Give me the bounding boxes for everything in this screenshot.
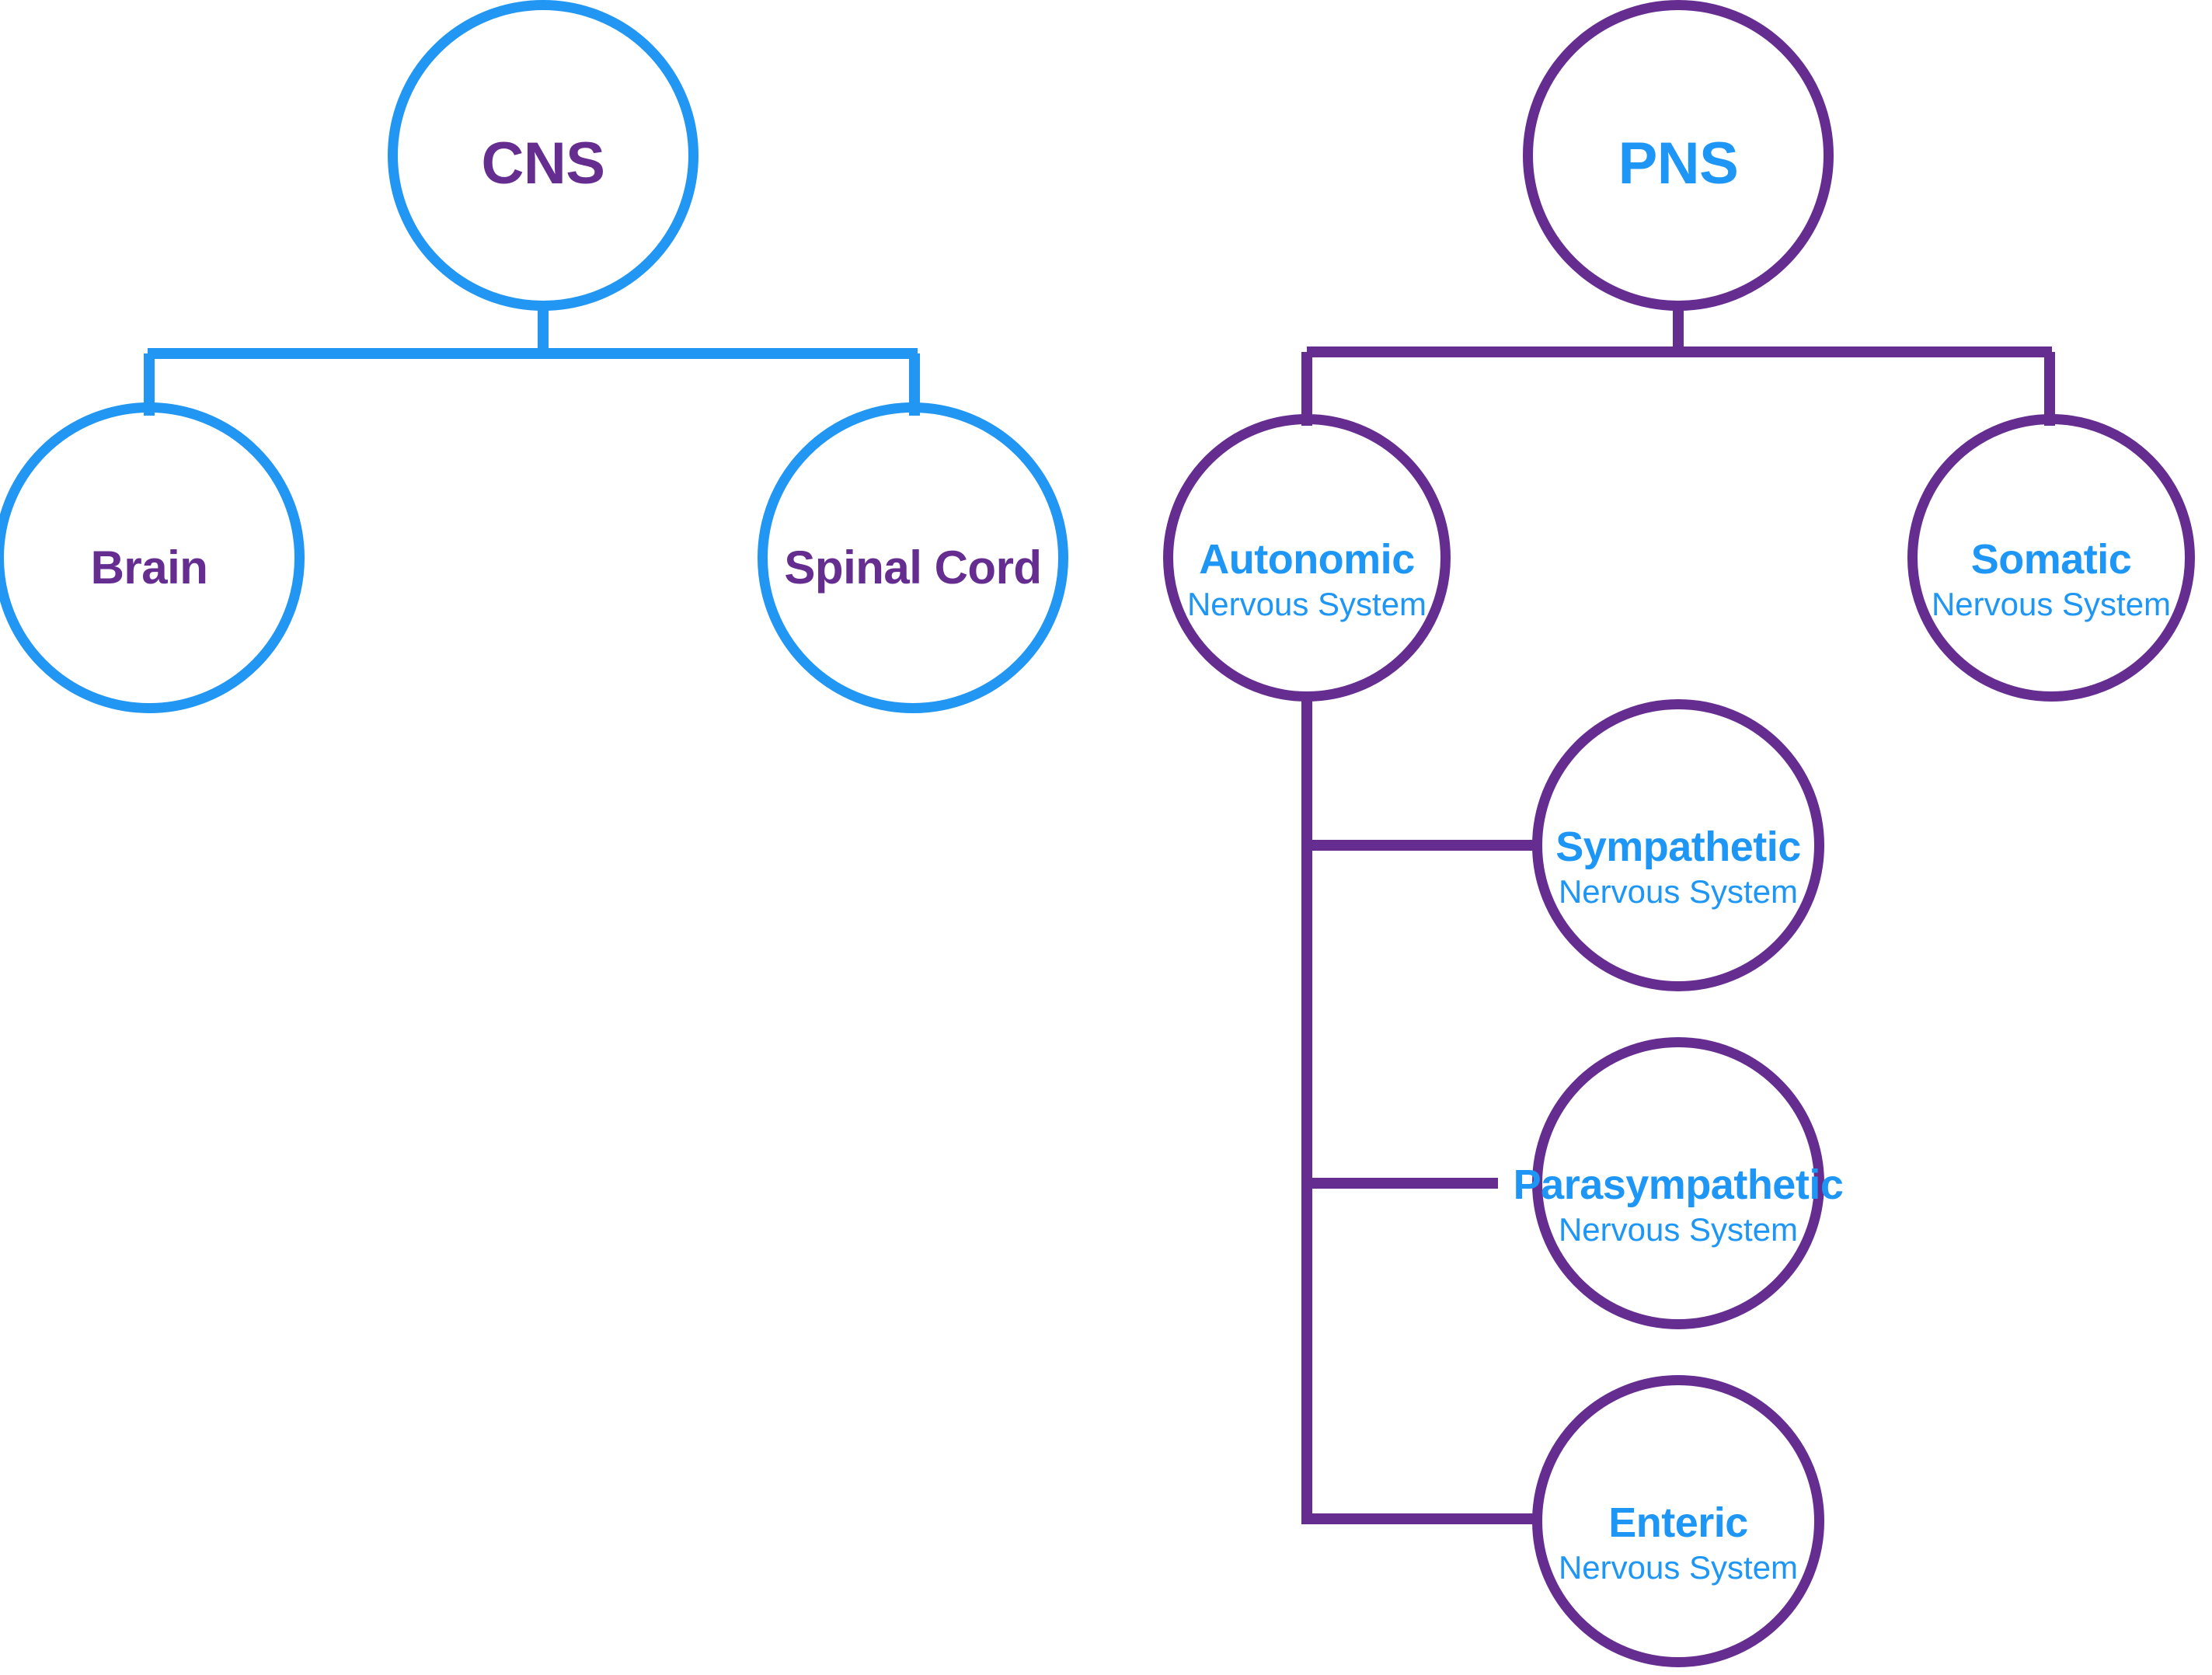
node-sympathetic-label-wrap: Sympathetic Nervous System	[1383, 826, 1973, 908]
node-enteric-title: Enteric	[1608, 1499, 1748, 1546]
node-autonomic-subtitle: Nervous System	[1186, 586, 1427, 622]
node-pns-title: PNS	[1618, 131, 1739, 197]
node-cns-label-wrap: CNS	[248, 134, 838, 193]
node-spinal-cord-label-wrap: Spinal Cord	[618, 545, 1208, 591]
node-brain-title: Brain	[90, 542, 208, 594]
node-somatic-subtitle: Nervous System	[1931, 586, 2172, 622]
node-parasympathetic-subtitle: Nervous System	[1558, 1211, 1799, 1248]
node-cns[interactable]: CNS	[388, 0, 698, 311]
node-brain[interactable]: Brain	[0, 402, 305, 713]
node-pns[interactable]: PNS	[1523, 0, 1834, 311]
node-parasympathetic-label-wrap: Parasympathetic Nervous System	[1383, 1164, 1973, 1246]
node-spinal-cord-title: Spinal Cord	[784, 542, 1042, 594]
node-autonomic-label-wrap: Autonomic Nervous System	[1012, 538, 1602, 621]
node-enteric[interactable]: Enteric Nervous System	[1532, 1375, 1824, 1667]
node-autonomic-title: Autonomic	[1199, 536, 1415, 583]
node-brain-label-wrap: Brain	[0, 545, 444, 591]
node-cns-title: CNS	[481, 131, 605, 197]
node-sympathetic-subtitle: Nervous System	[1558, 873, 1799, 910]
node-somatic[interactable]: Somatic Nervous System	[1907, 414, 2195, 702]
node-enteric-subtitle: Nervous System	[1558, 1549, 1799, 1586]
node-sympathetic-title: Sympathetic	[1555, 824, 1801, 870]
node-parasympathetic-title: Parasympathetic	[1513, 1161, 1844, 1208]
node-somatic-title: Somatic	[1970, 536, 2132, 583]
node-parasympathetic[interactable]: Parasympathetic Nervous System	[1514, 1037, 1844, 1329]
node-pns-label-wrap: PNS	[1383, 134, 1973, 193]
node-enteric-label-wrap: Enteric Nervous System	[1383, 1502, 1973, 1584]
node-somatic-label-wrap: Somatic Nervous System	[1756, 538, 2212, 621]
node-sympathetic[interactable]: Sympathetic Nervous System	[1532, 699, 1824, 991]
node-autonomic[interactable]: Autonomic Nervous System	[1163, 414, 1451, 702]
